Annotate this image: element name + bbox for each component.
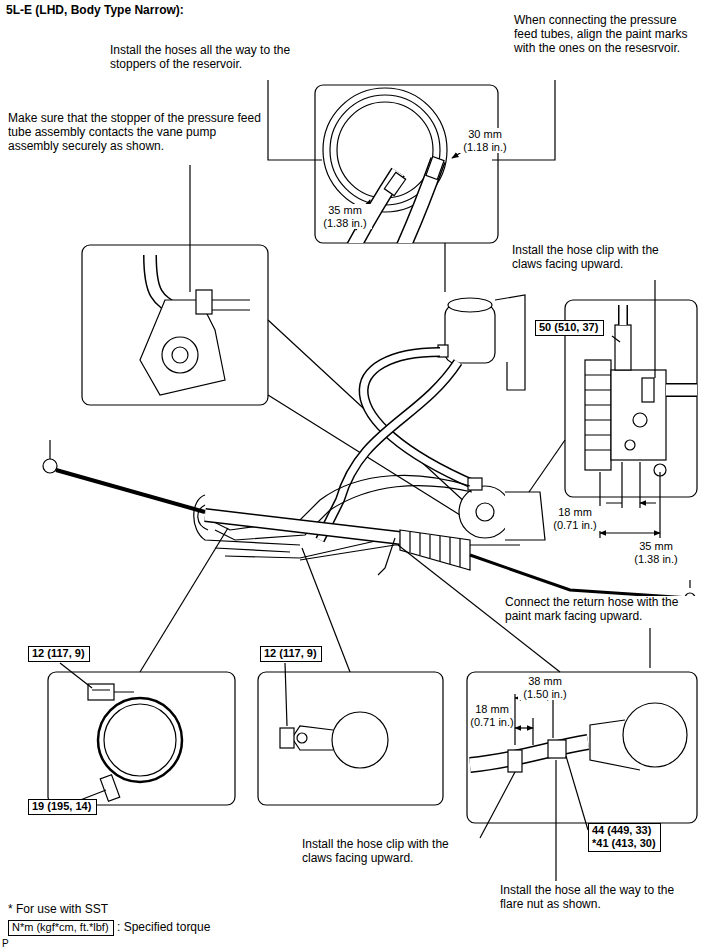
leader-line [555,760,556,881]
torque-box: 12 (117, 9) [260,646,322,662]
torque-value: 50 (510, 37) [539,321,600,334]
dimension: 35 mm (1.38 in.) [628,540,684,565]
torque-box: 12 (117, 9) [28,646,90,662]
note: Install the hose clip with the claws fac… [512,244,690,272]
leader-line [189,165,190,292]
leader-line [654,280,655,378]
dimension-arrow [515,727,533,728]
leader-line [268,80,322,160]
torque-value: 44 (449, 33) [592,824,657,837]
title: 5L-E (LHD, Body Type Narrow): [6,4,184,18]
dimension: 18 mm (0.71 in.) [470,703,514,728]
leader-line [60,663,92,688]
torque-value: 19 (195, 14) [32,800,93,813]
dimension: 38 mm (1.50 in.) [518,675,572,700]
torque-box: 19 (195, 14) [28,799,97,815]
dimension: 18 mm (0.71 in.) [548,506,602,531]
torque-value: N*m (kgf*cm, ft.*lbf) [12,921,110,934]
leader-line [480,772,515,838]
dimension: 35 mm (1.38 in.) [318,204,372,229]
torque-value: 12 (117, 9) [264,647,318,660]
bracket-detail [280,712,388,768]
torque-box: 44 (449, 33)*41 (413, 30) [588,823,661,852]
leader-line [566,756,588,830]
note: When connecting the pressure feed tubes,… [514,14,696,55]
dimension-line [532,718,533,745]
inset-frame [48,672,235,805]
note: Connect the return hose with the paint m… [505,596,701,624]
drawing [43,80,700,881]
note: Install the hose all the way to the flar… [500,884,700,912]
note: Install the hoses all the way to the sto… [110,44,325,72]
dimension-arrow [606,502,656,503]
clamp-detail [88,684,182,801]
torque-value: 12 (117, 9) [32,647,86,660]
legend-box: N*m (kgf*cm, ft.*lbf) [8,920,114,936]
torque-box: 50 (510, 37) [535,320,604,336]
dimension: 30 mm (1.18 in.) [458,128,512,153]
pump-stopper-detail [140,255,250,395]
rack-port-detail [470,703,687,772]
dimension-line [515,694,553,745]
footnote: * For use with SST [8,903,108,917]
main-assembly [43,295,695,603]
leader-line [612,336,620,342]
inset-frame [82,245,268,405]
leader-line [285,663,287,726]
note: Install the hose clip with the claws fac… [302,838,478,866]
page-mark: P [2,938,9,950]
leader-line [444,243,445,292]
torque-value: *41 (413, 30) [592,837,657,850]
note: Make sure that the stopper of the pressu… [8,112,263,153]
dimension-arrow [600,532,660,533]
dimension-line [600,472,660,538]
inset-frame [467,672,697,823]
legend-text: : Specified torque [117,921,210,935]
inset-frame [315,85,498,243]
dimension-line [622,462,640,508]
leader-line [140,528,228,672]
leader-line [649,628,650,668]
